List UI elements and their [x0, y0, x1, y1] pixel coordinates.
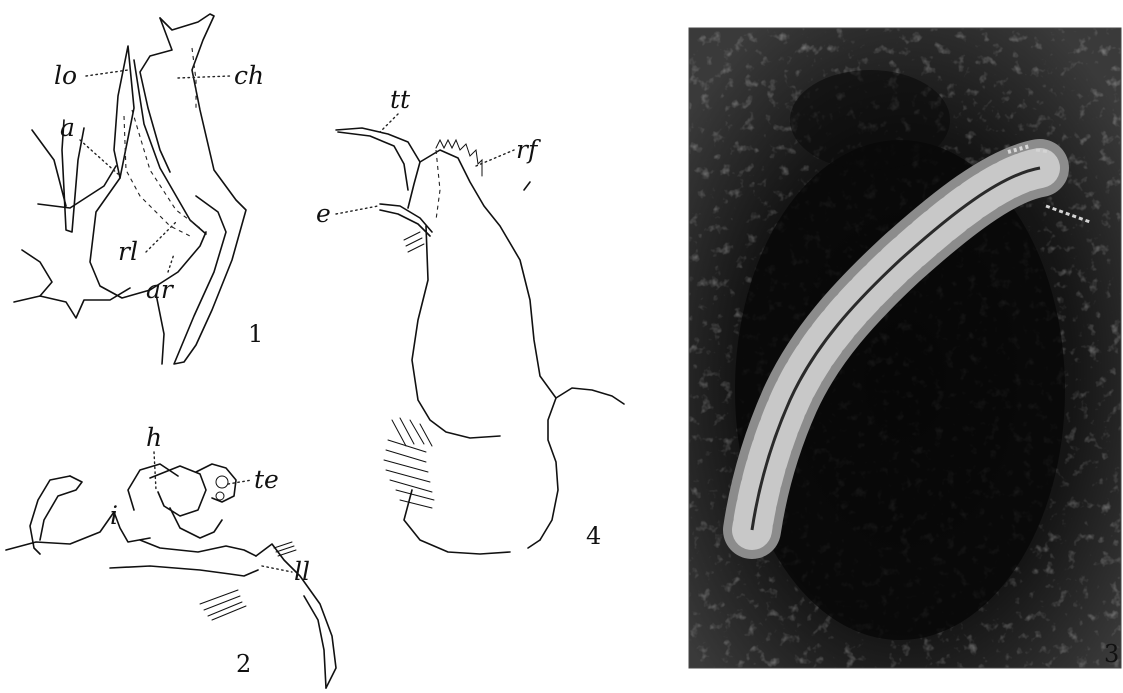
label-tt: tt [390, 85, 411, 114]
label-ch: ch [234, 61, 264, 90]
label-rl: rl [118, 237, 138, 266]
figure-4-drawing [336, 128, 624, 554]
label-rf: rf [516, 135, 541, 164]
label-te: te [254, 465, 279, 494]
label-ar: ar [146, 275, 175, 304]
figure-3-number: 3 [1104, 640, 1119, 668]
figure-2-drawing [6, 464, 336, 688]
figure-4-number: 4 [586, 522, 601, 550]
label-ll: ll [294, 557, 310, 586]
label-lo: lo [54, 61, 77, 90]
figure-2-number: 2 [236, 650, 251, 678]
label-e: e [316, 199, 331, 228]
label-i: i [110, 501, 118, 530]
figure-1-labels: lo ch a rl ar 1 [54, 61, 264, 348]
label-h: h [146, 423, 162, 452]
figure-1-number: 1 [248, 320, 263, 348]
figure-3-photo [689, 28, 1121, 668]
figure-4-labels: tt rf e 4 [316, 85, 601, 550]
label-a: a [60, 113, 75, 142]
figure-1-drawing [14, 14, 246, 364]
